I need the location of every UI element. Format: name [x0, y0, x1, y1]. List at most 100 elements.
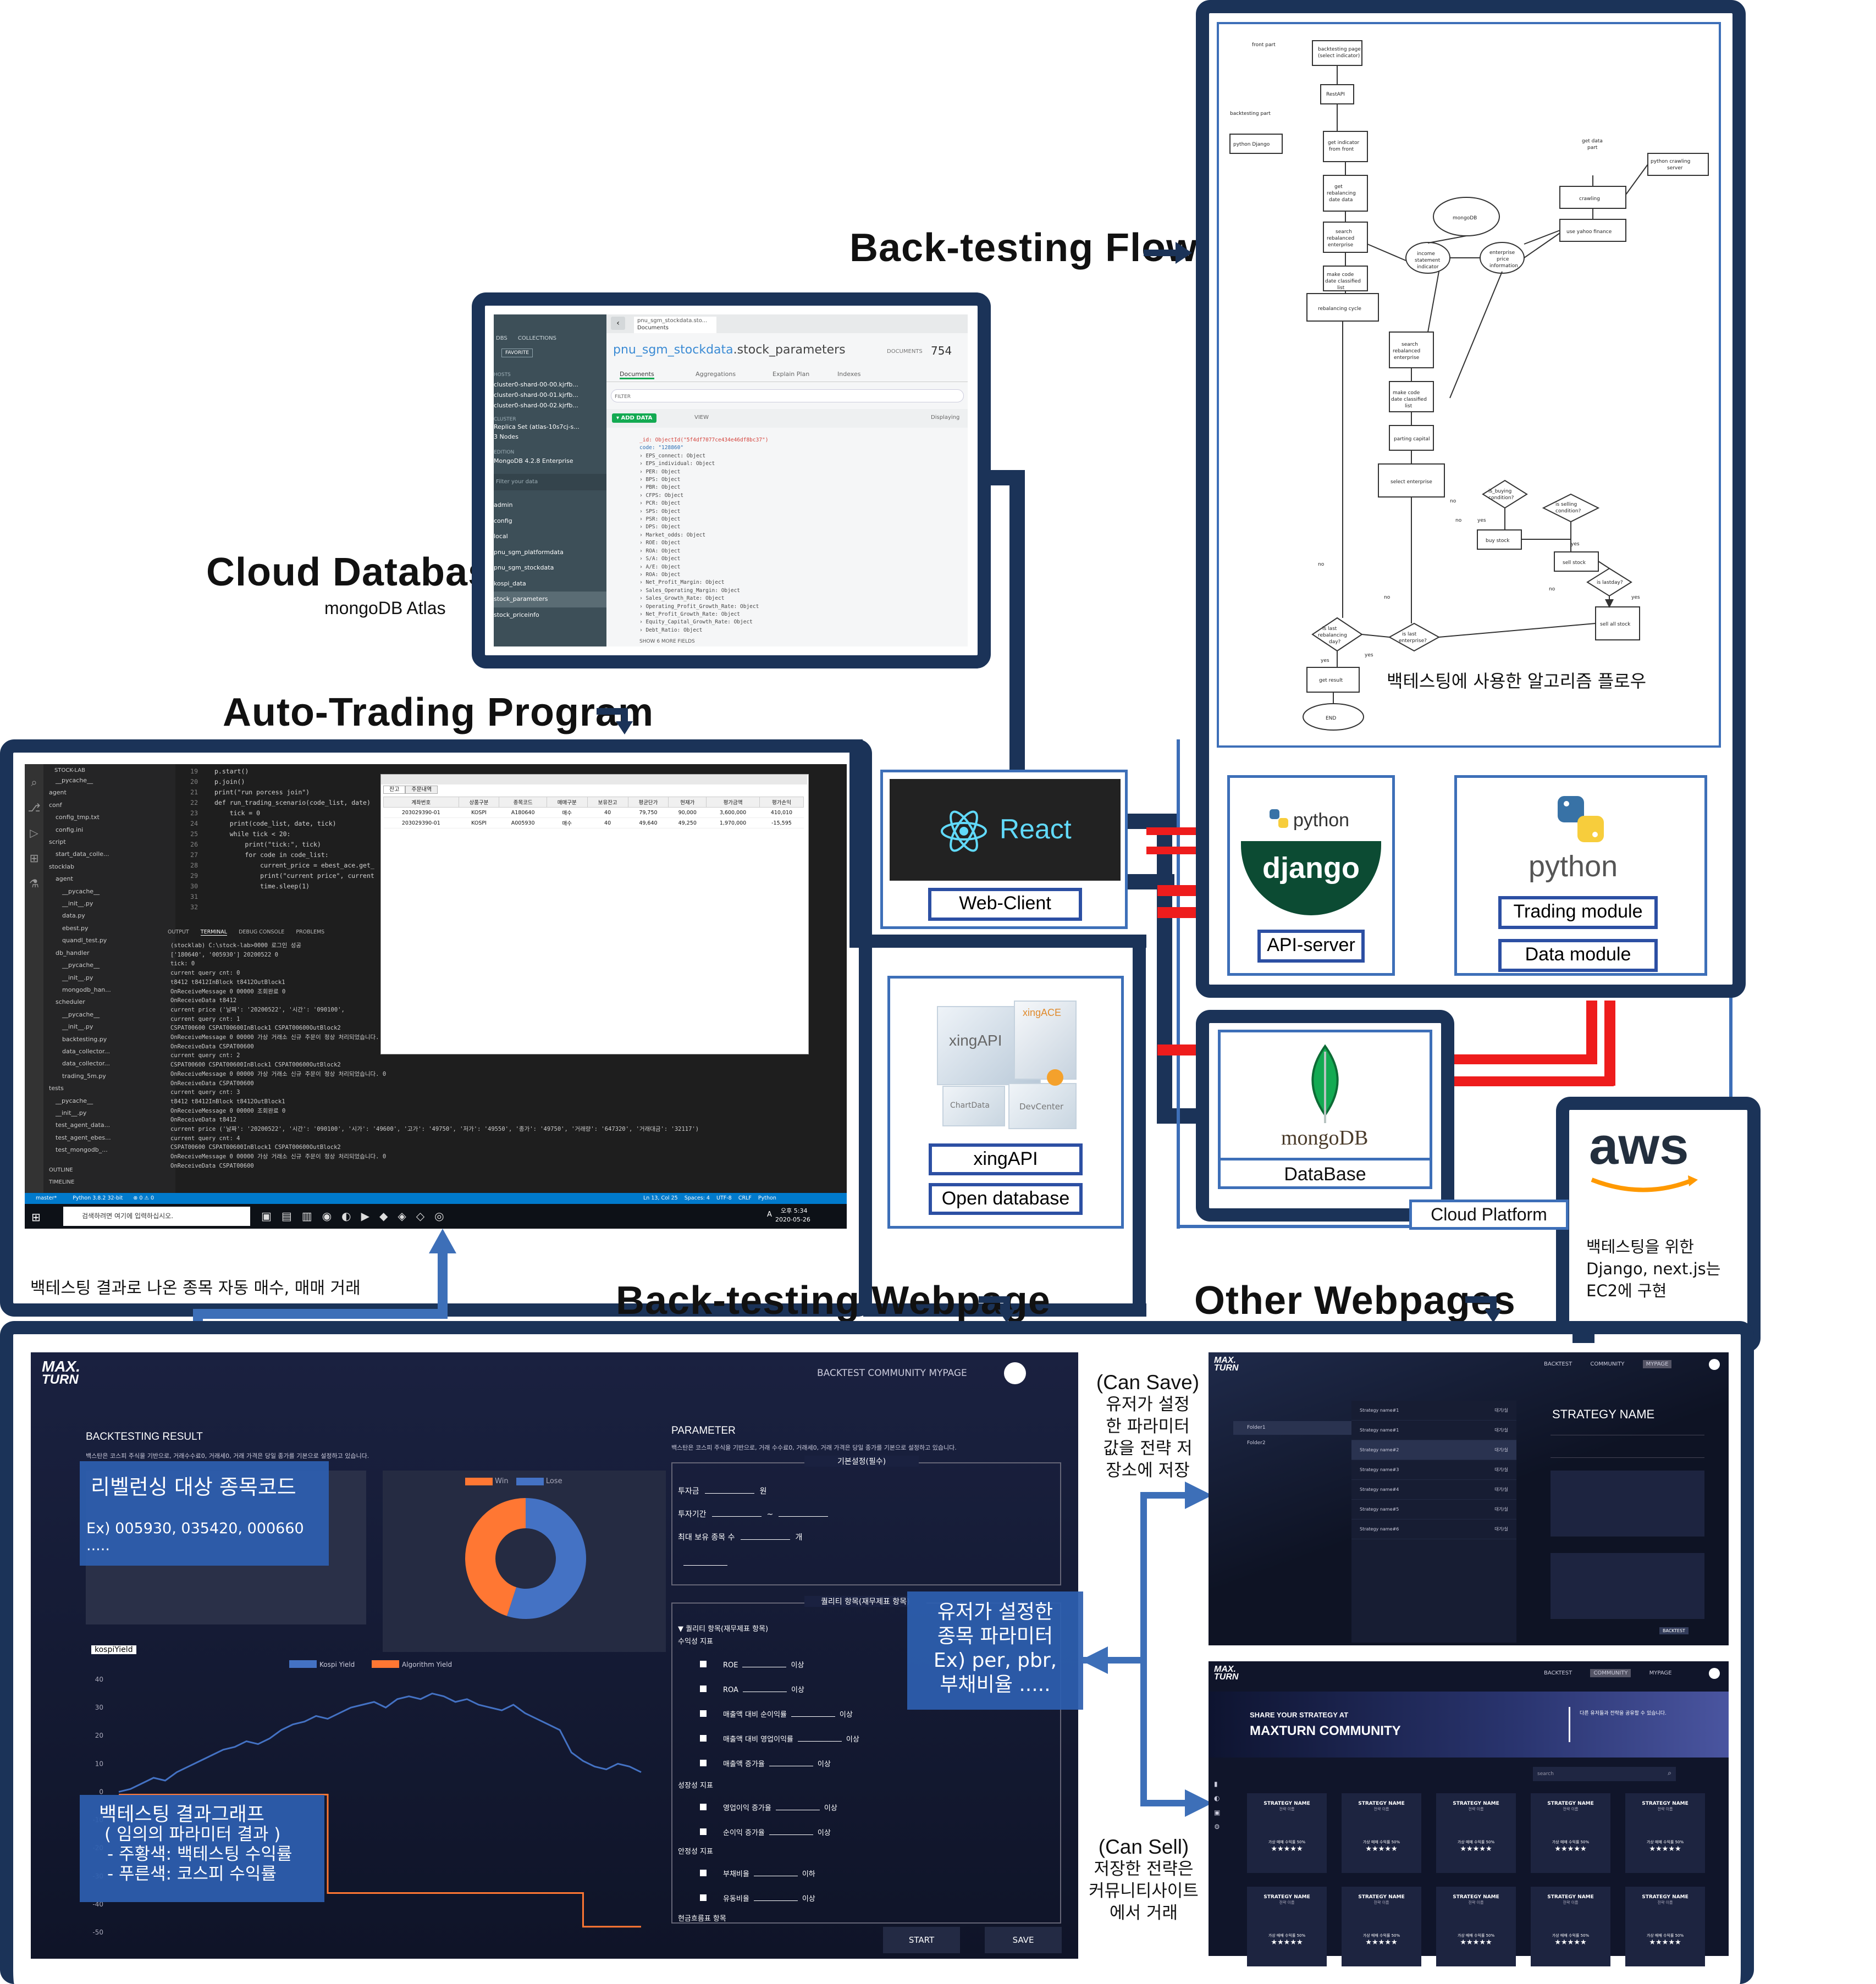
collection-item-kospi[interactable]: kospi_data — [494, 579, 526, 587]
top-nav[interactable]: BACKTEST COMMUNITY MYPAGE — [817, 1368, 967, 1379]
tree-item[interactable]: data.py — [62, 912, 85, 920]
mypage-backtest-button[interactable]: BACKTEST — [1659, 1627, 1689, 1634]
period-end-input[interactable] — [779, 1516, 829, 1517]
nav-backtest[interactable]: BACKTEST — [1544, 1670, 1572, 1676]
tab-balance[interactable]: 잔고 — [383, 786, 406, 794]
tab-problems[interactable]: PROBLEMS — [296, 929, 325, 935]
collection-item-stock-parameters[interactable]: stock_parameters — [494, 592, 606, 607]
db-item-admin[interactable]: admin — [494, 501, 513, 509]
tree-item[interactable]: tests — [49, 1085, 64, 1092]
nav-mypage[interactable]: MYPAGE — [1649, 1670, 1672, 1676]
tab-terminal[interactable]: TERMINAL — [200, 929, 228, 936]
folder-item-2[interactable]: Folder2 — [1247, 1440, 1266, 1446]
db-name[interactable]: pnu_sgm_stockdata — [613, 343, 733, 357]
tree-item[interactable]: config.ini — [56, 826, 84, 833]
tree-item[interactable]: mongodb_han... — [62, 986, 111, 993]
language-mode[interactable]: Python — [758, 1195, 776, 1201]
parameter-checkbox[interactable] — [700, 1804, 707, 1810]
parameter-checkbox[interactable] — [700, 1828, 707, 1835]
tab-documents[interactable]: Documents — [620, 371, 654, 379]
line-ending[interactable]: CRLF — [738, 1195, 752, 1201]
tree-item[interactable]: __pycache__ — [56, 1097, 93, 1104]
period-start-input[interactable] — [711, 1516, 762, 1517]
mypage-logo[interactable]: MAX.TURN — [1214, 1356, 1239, 1373]
taskbar-apps[interactable]: ▣▤▥◉◐▶◆◈◇◎ — [261, 1209, 454, 1223]
parameter-checkbox[interactable] — [700, 1735, 707, 1742]
activity-icons[interactable]: ⌕⎇▷⊞⚗ — [27, 776, 41, 890]
tree-item[interactable]: test_mongodb_... — [56, 1146, 108, 1154]
collection-item-stock-priceinfo[interactable]: stock_priceinfo — [494, 611, 539, 618]
community-side-icons[interactable]: ▮◐▣⚙ — [1214, 1780, 1221, 1831]
nav-community[interactable]: COMMUNITY — [1590, 1361, 1625, 1367]
taskbar-language[interactable]: A — [767, 1211, 772, 1219]
outline-section[interactable]: OUTLINE — [49, 1167, 73, 1173]
tree-item[interactable]: __init__.py — [62, 900, 93, 908]
db-item-stockdata[interactable]: pnu_sgm_stockdata — [494, 564, 554, 571]
tree-item[interactable]: __pycache__ — [62, 961, 100, 969]
collection-tab[interactable]: pnu_sgm_stockdata.sto... Documents — [634, 317, 716, 333]
tree-item[interactable]: data_collector... — [62, 1047, 111, 1055]
search-icon[interactable]: ⌕ — [1668, 1769, 1671, 1777]
community-logo[interactable]: MAX.TURN — [1214, 1665, 1239, 1682]
parameter-checkbox[interactable] — [700, 1894, 707, 1901]
tree-item[interactable]: scheduler — [56, 998, 85, 1006]
parameter-input[interactable] — [791, 1716, 835, 1717]
tree-item[interactable]: quandl_test.py — [62, 937, 107, 944]
parameter-checkbox[interactable] — [700, 1760, 707, 1766]
start-button[interactable]: START — [883, 1927, 960, 1953]
tree-item[interactable]: test_agent_data... — [56, 1121, 111, 1129]
tree-item[interactable]: backtesting.py — [62, 1035, 107, 1043]
python-interpreter[interactable]: Python 3.8.2 32-bit — [73, 1195, 123, 1201]
tree-item[interactable]: test_agent_ebes... — [56, 1134, 111, 1141]
taskbar-search[interactable]: 검색하려면 여기에 입력하십시오. — [63, 1207, 250, 1226]
maxturn-logo[interactable]: MAX. TURN — [42, 1358, 91, 1396]
tree-item[interactable]: __pycache__ — [62, 1010, 100, 1018]
tree-item[interactable]: db_handler — [56, 949, 90, 957]
windows-start-icon[interactable]: ⊞ — [31, 1211, 41, 1224]
save-button[interactable]: SAVE — [985, 1927, 1062, 1953]
parameter-input[interactable] — [753, 1900, 798, 1901]
tree-item[interactable]: script — [49, 838, 66, 846]
extra-input[interactable] — [683, 1565, 727, 1566]
tree-item[interactable]: __pycache__ — [62, 887, 100, 895]
folder-item-1[interactable]: Folder1 — [1233, 1421, 1351, 1435]
favorite-button[interactable]: FAVORITE — [501, 349, 533, 357]
problems-count[interactable]: ⊗ 0 ⚠ 0 — [133, 1195, 155, 1201]
mypage-avatar-icon[interactable] — [1709, 1359, 1720, 1370]
filter-field[interactable]: Filter your data — [494, 474, 606, 490]
parameter-input[interactable] — [797, 1741, 842, 1742]
db-item-local[interactable]: local — [494, 533, 508, 540]
parameter-checkbox[interactable] — [700, 1710, 707, 1717]
indentation[interactable]: Spaces: 4 — [684, 1195, 710, 1201]
db-item-platformdata[interactable]: pnu_sgm_platformdata — [494, 548, 564, 556]
nav-backtest[interactable]: BACKTEST — [1544, 1361, 1572, 1367]
tree-item[interactable]: config_tmp.txt — [56, 814, 100, 821]
nav-mypage[interactable]: MYPAGE — [1642, 1360, 1672, 1368]
tree-item[interactable]: __init__.py — [62, 974, 93, 981]
cursor-position[interactable]: Ln 13, Col 25 — [643, 1195, 678, 1201]
tab-explain-plan[interactable]: Explain Plan — [773, 371, 810, 378]
show-more-fields[interactable]: SHOW 6 MORE FIELDS — [639, 639, 695, 644]
parameter-input[interactable] — [769, 1834, 813, 1835]
tree-item[interactable]: ebest.py — [62, 924, 89, 932]
tab-debug-console[interactable]: DEBUG CONSOLE — [239, 929, 285, 935]
git-branch[interactable]: master* — [36, 1195, 57, 1201]
tab-indexes[interactable]: Indexes — [837, 371, 861, 378]
encoding[interactable]: UTF-8 — [716, 1195, 732, 1201]
parameter-checkbox[interactable] — [700, 1870, 707, 1876]
tab-orders[interactable]: 주문내역 — [405, 786, 438, 794]
tree-item[interactable]: trading_5m.py — [62, 1072, 106, 1080]
